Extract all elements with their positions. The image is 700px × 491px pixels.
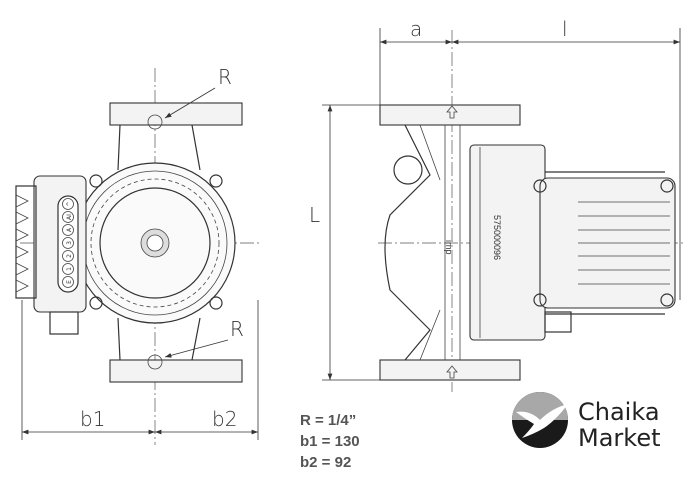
brand-mark: imp (444, 240, 454, 255)
bottom-flange (109, 359, 243, 383)
logo-line1: Chaika (578, 398, 660, 426)
terminal-button (62, 263, 74, 275)
spec-b2: b2 = 92 (300, 454, 351, 471)
terminal-button-label: E (66, 280, 73, 284)
cooling-fins (578, 201, 670, 285)
side-port-ring (393, 155, 423, 185)
screw-icons (89, 174, 223, 310)
logo-line2: Market (578, 424, 661, 452)
label-l: l (562, 17, 568, 41)
terminal-button (62, 237, 74, 249)
terminal-button (62, 198, 74, 210)
spec-b1: b1 = 130 (300, 433, 360, 450)
terminal-button-label: A (66, 227, 73, 232)
chaika-market-logo: Chaika Market (512, 392, 661, 452)
r-bottom-leader (164, 339, 229, 358)
label-a: a (410, 17, 422, 41)
side-view: imp 575000096 (378, 30, 685, 392)
top-port (147, 114, 163, 130)
label-b1: b1 (80, 407, 105, 431)
terminal-button (62, 211, 74, 223)
terminal-box: E 1 2 3 A AI ^ (15, 175, 87, 335)
front-view: E 1 2 3 A AI ^ (15, 68, 262, 445)
serial-number: 575000096 (492, 215, 502, 260)
spec-r: R = 1/4” (300, 412, 356, 429)
label-b2: b2 (212, 407, 237, 431)
terminal-button-label: ^ (66, 201, 73, 206)
top-flange (109, 102, 243, 126)
label-r-bottom: R (230, 317, 244, 341)
terminal-button (62, 250, 74, 262)
terminal-button (62, 276, 74, 288)
r-top-leader (164, 87, 216, 119)
label-L: L (309, 203, 320, 227)
terminal-button-label: AI (66, 214, 73, 220)
terminal-button-label: 3 (66, 241, 73, 245)
motor-housing (469, 144, 546, 341)
flow-arrow-icons (446, 105, 458, 379)
terminal-button-label: 1 (66, 267, 73, 271)
motor-screw-icons (533, 179, 674, 307)
bottom-port (147, 354, 163, 370)
terminal-button-label: 2 (66, 254, 73, 258)
terminal-button (62, 224, 74, 236)
label-r-top: R (218, 65, 232, 89)
seagull-icon (516, 404, 568, 438)
